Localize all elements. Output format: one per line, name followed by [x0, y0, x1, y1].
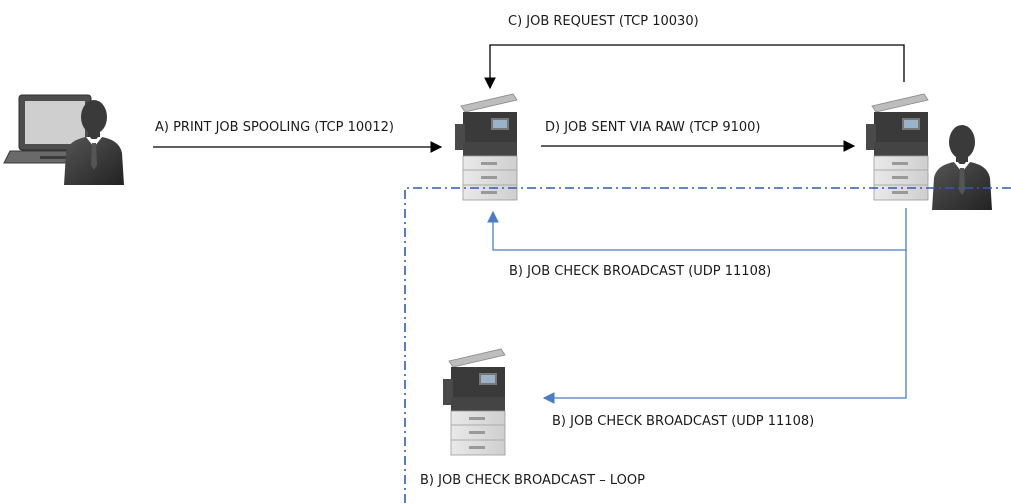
printer-icon-release — [865, 93, 929, 201]
arrow-job-check-broadcast-top — [487, 208, 907, 251]
laptop-icon — [3, 94, 104, 164]
label-job-check-broadcast-loop: B) JOB CHECK BROADCAST – LOOP — [420, 473, 645, 488]
printer-icon-source — [454, 93, 518, 201]
arrow-job-check-broadcast-bottom — [542, 250, 907, 404]
label-job-sent-raw: D) JOB SENT VIA RAW (TCP 9100) — [545, 120, 760, 135]
arrow-job-request — [484, 44, 905, 90]
label-job-check-broadcast-top: B) JOB CHECK BROADCAST (UDP 11108) — [509, 264, 771, 279]
label-job-check-broadcast-bottom: B) JOB CHECK BROADCAST (UDP 11108) — [552, 414, 814, 429]
release-user-icon — [932, 125, 992, 210]
label-job-request: C) JOB REQUEST (TCP 10030) — [508, 14, 699, 29]
label-print-job-spooling: A) PRINT JOB SPOOLING (TCP 10012) — [155, 120, 394, 135]
printer-icon-other — [442, 348, 506, 456]
network-boundary-line — [404, 187, 1011, 503]
